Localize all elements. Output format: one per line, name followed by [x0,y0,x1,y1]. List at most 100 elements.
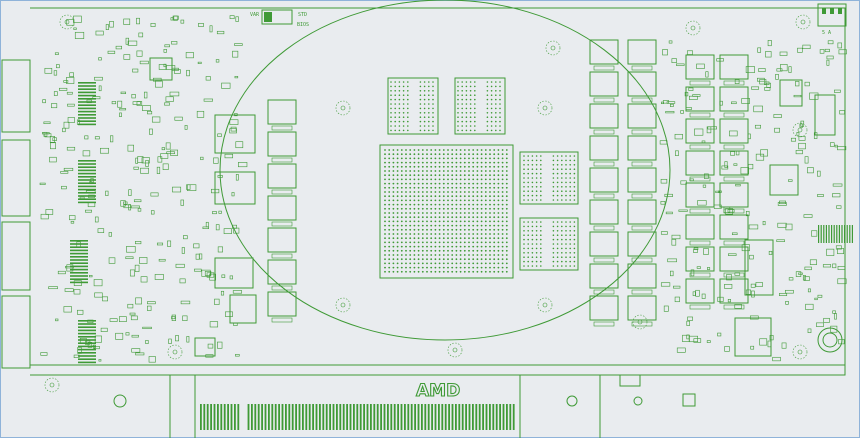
smd-part [135,352,145,356]
pcie-finger [417,404,420,430]
bga-ball [413,266,416,269]
inductor-pad [593,129,615,135]
bga-ball [396,207,399,210]
bga-ball [405,245,407,248]
bga-ball [480,165,483,168]
memory-ball [531,234,534,236]
memory-ball [527,221,529,223]
bga-ball [463,170,466,172]
memory-ball [556,199,559,201]
memory-ball [556,252,559,254]
memory-ball [419,107,422,110]
connector-pin [78,94,96,97]
memory-ball [499,103,501,105]
bga-ball [413,216,416,219]
memory-ball [561,247,563,250]
smd-part [688,335,698,343]
memory-ball [394,98,397,101]
smd-part [713,204,722,209]
bga-ball [459,165,462,168]
memory-ball [407,90,409,92]
smd-part [230,126,237,132]
pcie-finger [448,404,450,430]
power-pin-1 [822,8,826,14]
memory-ball [428,90,430,92]
memory-ball [486,129,489,132]
smd-part [39,182,46,185]
bga-ball [484,233,487,235]
bga-ball [489,157,491,160]
memory-ball [556,194,559,197]
bga-ball [396,157,399,160]
bga-ball [489,195,491,198]
memory-chip-2 [454,77,506,135]
memory-ball [561,168,563,170]
bga-ball [489,149,491,151]
memory-ball [540,172,542,175]
bga-ball [472,262,475,265]
smd-part [202,226,209,229]
memory-ball [423,112,426,114]
smd-part [717,296,724,302]
smd-part [232,50,239,58]
bga-ball [426,220,428,223]
connector-pin [78,332,96,335]
header-pin [836,225,838,243]
smd-part [173,15,178,21]
bga-ball [392,237,395,240]
bga-ball [413,153,416,156]
memory-ball [561,243,563,245]
smd-part [53,70,58,76]
pcie-finger [387,404,389,430]
smd-part [126,246,136,253]
smd-part [214,298,220,305]
memory-ball [565,172,567,175]
bga-ball [388,186,391,189]
pcie-finger [298,404,301,430]
bga-ball [497,262,500,265]
bga-ball [459,241,462,244]
bga-ball [480,149,483,151]
memory-ball [402,107,405,110]
bga-ball [400,262,403,265]
memory-ball [561,194,563,197]
bga-ball [501,228,504,231]
memory-ball [573,234,576,236]
inductor [719,214,749,240]
bga-ball [451,254,454,256]
smd-part [186,336,190,343]
bga-ball [438,195,441,198]
smd-part [750,345,755,350]
ic-package [814,94,836,136]
memory-ball [527,159,529,162]
bga-ball [472,249,475,252]
memory-ball [469,112,472,114]
inductor [267,259,297,285]
bga-ball [434,199,437,202]
smd-part [731,101,737,105]
smd-part [151,116,161,123]
inductor-pad [689,80,711,86]
smd-part [49,136,55,144]
bga-ball [438,212,441,214]
bga-ball [489,270,491,273]
memory-ball [469,81,472,83]
smd-part [779,51,788,56]
memory-ball [457,129,459,132]
smd-part [795,271,802,277]
bga-ball [400,212,403,214]
smd-part [150,192,159,197]
bga-ball [426,258,428,261]
smd-part [98,57,102,61]
memory-ball [540,168,542,170]
bga-ball [472,191,475,193]
bga-ball [451,237,454,240]
memory-ball [569,247,571,250]
memory-ball [499,129,501,132]
memory-ball [552,230,555,232]
smd-part [119,112,122,117]
connector-pin [78,120,96,122]
inductor-pad [723,272,745,278]
memory-ball [569,186,571,188]
memory-ball [428,94,430,96]
